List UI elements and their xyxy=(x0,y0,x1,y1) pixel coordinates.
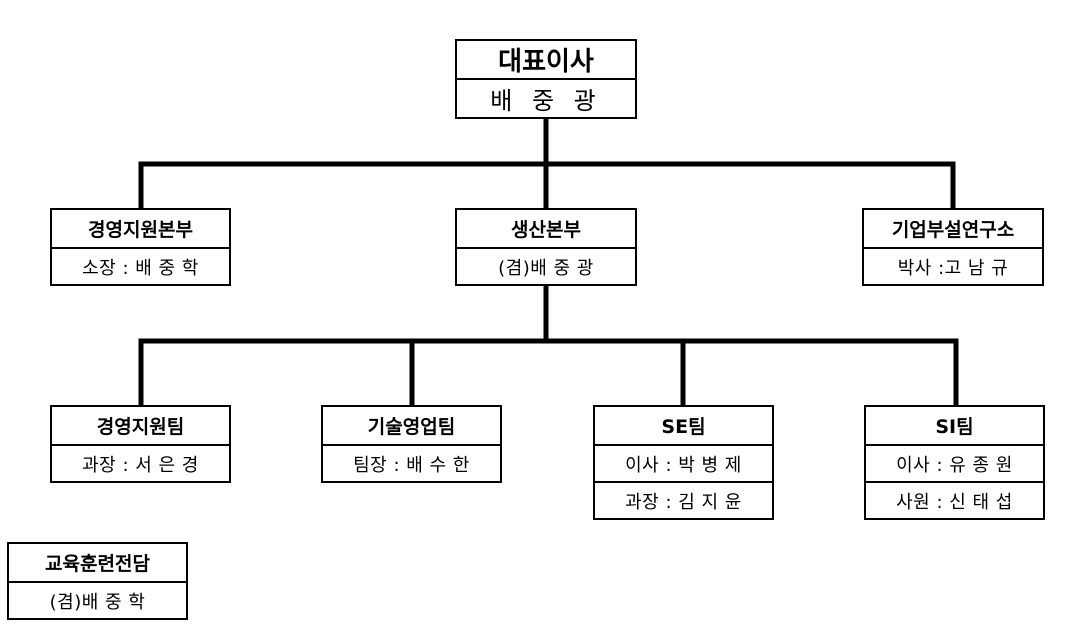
team-title: SE팀 xyxy=(661,416,706,438)
team-title: SI팀 xyxy=(935,416,974,438)
management-support-team-box: 경영지원팀 과장 : 서 은 경 xyxy=(50,405,231,483)
team-member: 과장 : 김 지 윤 xyxy=(595,481,772,518)
ceo-name: 배 중 광 xyxy=(457,78,635,117)
team-member: 팀장 : 배 수 한 xyxy=(323,444,500,481)
division-head: 소장 : 배 중 학 xyxy=(52,247,229,284)
ceo-box: 대표이사 배 중 광 xyxy=(455,39,637,119)
team-member: 이사 : 박 병 제 xyxy=(595,444,772,481)
team-title: 기술영업팀 xyxy=(367,416,456,438)
division-head: (겸)배 중 광 xyxy=(457,247,635,284)
education-training-box: 교육훈련전담 (겸)배 중 학 xyxy=(7,542,188,620)
ceo-title: 대표이사 xyxy=(498,47,594,77)
education-head: (겸)배 중 학 xyxy=(9,581,186,618)
si-team-box: SI팀 이사 : 유 종 원 사원 : 신 태 섭 xyxy=(864,405,1045,520)
team-member: 과장 : 서 은 경 xyxy=(52,444,229,481)
division-title: 경영지원본부 xyxy=(88,219,193,241)
division-head: 박사 :고 남 규 xyxy=(864,247,1042,284)
production-division-box: 생산본부 (겸)배 중 광 xyxy=(455,208,637,286)
team-member: 사원 : 신 태 섭 xyxy=(866,481,1043,518)
se-team-box: SE팀 이사 : 박 병 제 과장 : 김 지 윤 xyxy=(593,405,774,520)
division-title: 기업부설연구소 xyxy=(891,219,1015,241)
team-title: 경영지원팀 xyxy=(96,416,185,438)
technical-sales-team-box: 기술영업팀 팀장 : 배 수 한 xyxy=(321,405,502,483)
management-support-division-box: 경영지원본부 소장 : 배 중 학 xyxy=(50,208,231,286)
education-title: 교육훈련전담 xyxy=(45,553,150,575)
division-title: 생산본부 xyxy=(511,219,581,241)
team-member: 이사 : 유 종 원 xyxy=(866,444,1043,481)
research-lab-box: 기업부설연구소 박사 :고 남 규 xyxy=(862,208,1044,286)
